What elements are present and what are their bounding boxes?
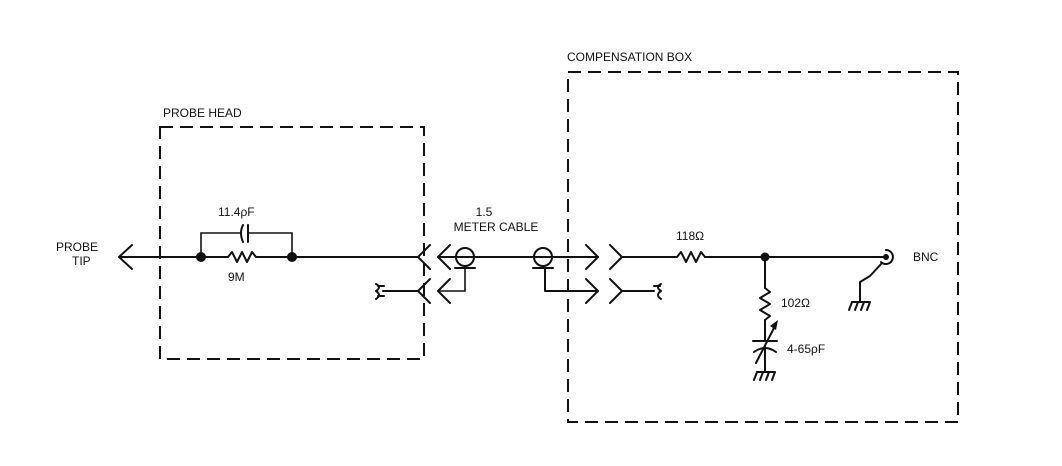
bnc-shield-wire [859, 262, 883, 303]
compensation-box-label: COMPENSATION BOX [567, 50, 692, 64]
meter-cable: 1.5 METER CABLE [437, 205, 599, 304]
trim-cap-arrowhead-icon [770, 320, 778, 330]
chassis-ground-icon [375, 283, 385, 300]
trim-capacitor-value: 4-65ρF [787, 342, 825, 356]
bnc-center-pin [883, 254, 889, 260]
bnc-output: BNC [764, 249, 939, 311]
wire [248, 232, 293, 257]
connector-signal-female-icon [609, 244, 623, 270]
cable-shield-wire-right [544, 267, 599, 292]
bnc-connector-icon [880, 249, 894, 265]
shunt-branch: 102Ω 4-65ρF [752, 256, 825, 381]
probe-head-boundary [159, 126, 425, 360]
trim-cap-adjust-arrow-icon [755, 325, 776, 364]
probe-tip-label-line2: TIP [72, 254, 91, 268]
resistor-9m-icon [227, 251, 257, 263]
coax-shield-left-icon [455, 247, 475, 267]
compensation-box-connector [609, 244, 662, 304]
probe-head-connector [375, 244, 431, 304]
connector-signal-female-icon [417, 244, 431, 270]
tip-resistor-value: 9M [228, 270, 245, 284]
compensation-box-boundary [567, 71, 959, 423]
probe-tip: PROBE TIP [56, 240, 202, 270]
series-resistor-value: 118Ω [676, 229, 704, 243]
series-resistor: 118Ω [621, 229, 766, 263]
ground-icon [848, 301, 871, 311]
ground-icon [753, 371, 776, 381]
resistor-118-icon [676, 251, 706, 263]
wire [200, 232, 240, 257]
capacitor-curved-plate-icon [240, 224, 244, 243]
connector-shield-female-icon [609, 278, 623, 304]
coax-shield-right-icon [533, 247, 553, 267]
tip-rc-network: 9M 11.4ρF [196, 205, 297, 284]
cable-shield-wire-left [438, 268, 466, 292]
probe-head-label: PROBE HEAD [163, 106, 242, 120]
resistor-102-icon [759, 287, 771, 321]
chassis-ground-icon [653, 283, 662, 300]
cable-length-label: 1.5 [476, 205, 493, 219]
probe-tip-label-line1: PROBE [56, 240, 98, 254]
shunt-resistor-value: 102Ω [781, 296, 810, 310]
cable-signal-male-right-icon [585, 244, 599, 270]
cable-label: METER CABLE [454, 220, 539, 234]
bnc-label: BNC [913, 250, 939, 264]
probe-head-block: PROBE HEAD [159, 106, 425, 360]
compensation-box-block: COMPENSATION BOX [567, 50, 959, 423]
tip-capacitor-value: 11.4ρF [218, 205, 255, 219]
cable-shield-male-right-icon [585, 278, 599, 304]
